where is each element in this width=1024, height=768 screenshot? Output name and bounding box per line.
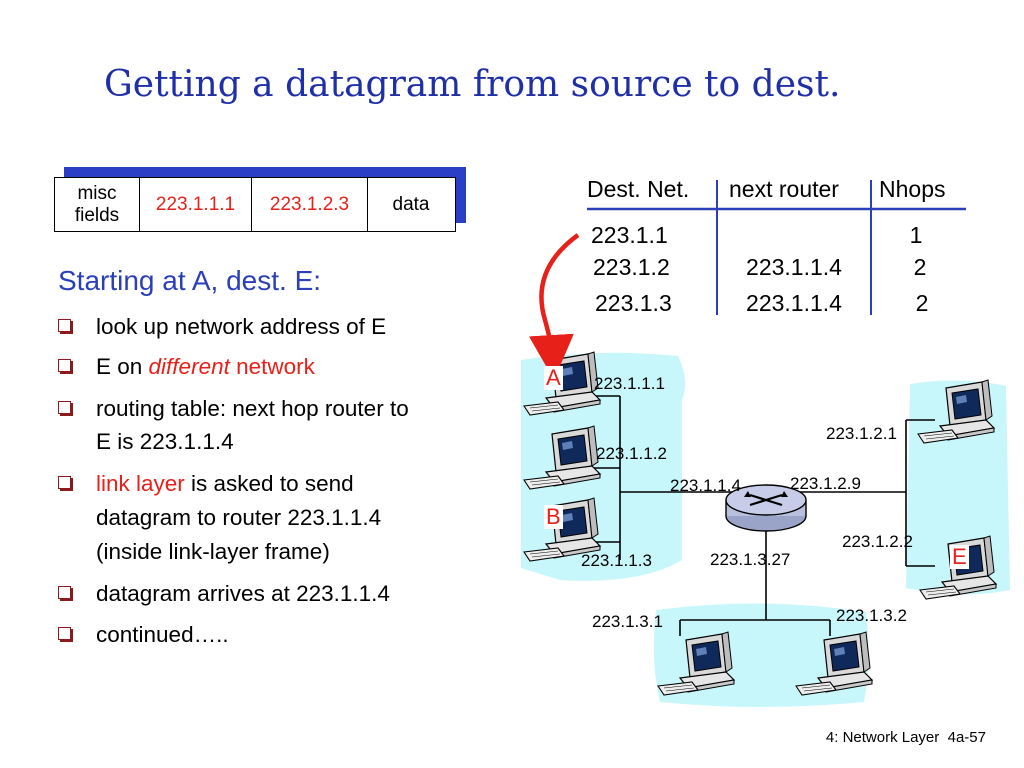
ip-label-223-1-3-2: 223.1.3.2	[836, 606, 907, 625]
bullet-4-part-2: is asked to send	[184, 471, 354, 496]
rt-row3-hops: 2	[915, 290, 929, 316]
bullet-1-text: look up network address of E	[96, 314, 387, 339]
router	[725, 484, 807, 532]
rt-row1-dest: 223.1.1	[591, 222, 668, 248]
ip-label-223-1-1-4: 223.1.1.4	[670, 476, 741, 495]
ip-label-223-1-1-2: 223.1.1.2	[596, 444, 667, 463]
bullet-2-part-3: network	[229, 354, 315, 379]
bullet-marker-icon	[58, 627, 71, 640]
rt-row2-dest: 223.1.2	[593, 254, 670, 280]
datagram-field-data: data	[392, 193, 430, 215]
host-label-b: B	[544, 504, 563, 529]
host-label-e: E	[950, 544, 969, 569]
ip-label-223-1-3-27: 223.1.3.27	[710, 550, 791, 569]
ip-label-223-1-1-3: 223.1.1.3	[581, 551, 652, 570]
ip-label-223-1-3-1: 223.1.3.1	[592, 612, 663, 631]
slide-footer: 4: Network Layer 4a-57	[826, 729, 986, 746]
bullet-5-text: datagram arrives at 223.1.1.4	[96, 581, 390, 606]
bullet-4-line-2: datagram to router 223.1.1.4	[96, 505, 382, 530]
footer-section: 4: Network Layer	[825, 729, 940, 746]
datagram-field-dst: 223.1.2.3	[252, 178, 368, 231]
ip-label-223-1-2-2: 223.1.2.2	[842, 532, 913, 551]
bullet-marker-icon	[58, 359, 71, 372]
bullet-3-line-1: routing table: next hop router to	[96, 396, 409, 421]
datagram-field-misc: misc fields	[55, 178, 140, 231]
datagram-field-src: 223.1.1.1	[140, 178, 252, 231]
bullet-2-part-2: different	[148, 354, 230, 379]
bullet-6-text: continued…..	[96, 622, 229, 647]
explanation-heading: Starting at A, dest. E:	[58, 265, 322, 296]
network-links	[580, 395, 935, 636]
bullet-4-part-1: link layer	[96, 471, 185, 496]
ip-label-223-1-1-1: 223.1.1.1	[594, 374, 665, 393]
rt-row2-hops: 2	[913, 254, 927, 280]
bullet-marker-icon	[58, 476, 71, 489]
rt-header-next: next router	[729, 176, 839, 202]
bullet-marker-icon	[58, 401, 71, 414]
rt-row3-next: 223.1.1.4	[746, 290, 842, 316]
rt-row1-hops: 1	[909, 222, 923, 248]
host-label-a: A	[544, 365, 563, 390]
rt-header-dest: Dest. Net.	[587, 176, 690, 202]
rt-row3-dest: 223.1.3	[595, 290, 672, 316]
bullet-4-line-1: link layer is asked to send	[96, 467, 354, 500]
bullet-marker-icon	[58, 586, 71, 599]
footer-page: 4a-57	[947, 729, 986, 746]
ip-label-223-1-2-1: 223.1.2.1	[826, 424, 897, 443]
rt-row2-next: 223.1.1.4	[746, 254, 842, 280]
lookup-arrow	[528, 233, 580, 380]
bullet-marker-icon	[58, 319, 71, 332]
datagram-header: misc fields 223.1.1.1 223.1.2.3 data	[54, 177, 456, 232]
bullet-2-part-1: E on	[96, 354, 149, 379]
bullet-2-text: E on different network	[96, 350, 315, 383]
bullet-4-line-3: (inside link-layer frame)	[96, 539, 330, 564]
slide-title: Getting a datagram from source to dest.	[104, 64, 841, 105]
ip-label-223-1-2-9: 223.1.2.9	[790, 474, 861, 493]
rt-header-hops: Nhops	[879, 176, 946, 202]
bullet-3-line-2: E is 223.1.1.4	[96, 429, 234, 454]
